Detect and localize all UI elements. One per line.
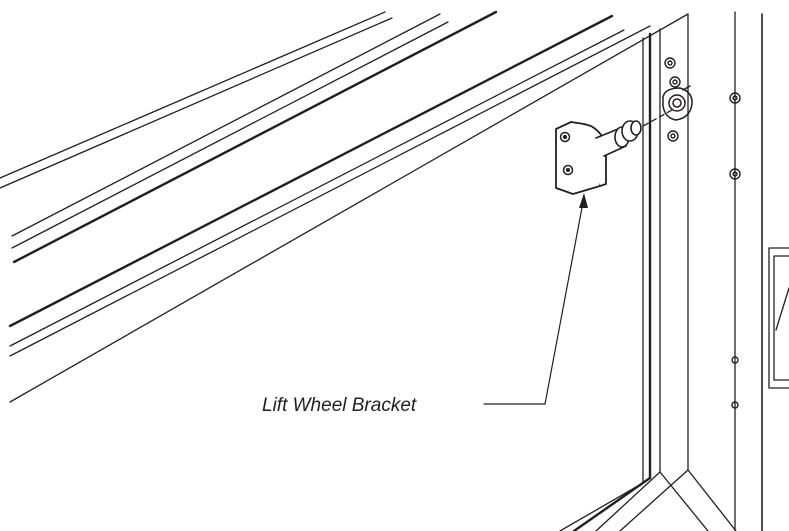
- upper-rail-lines: [0, 10, 498, 264]
- frame-bolts: [664, 57, 741, 409]
- alignment-dash-line: [635, 109, 673, 131]
- lift-wheel-bracket-label: Lift Wheel Bracket: [262, 395, 417, 416]
- mounting-plate: [662, 85, 693, 121]
- lift-wheel-bracket: [555, 120, 642, 195]
- callout-leader: [483, 193, 588, 405]
- vertical-frame: [642, 11, 763, 531]
- main-rail-lines: [8, 13, 689, 403]
- side-panel: [768, 247, 789, 389]
- bottom-corner: [559, 469, 737, 531]
